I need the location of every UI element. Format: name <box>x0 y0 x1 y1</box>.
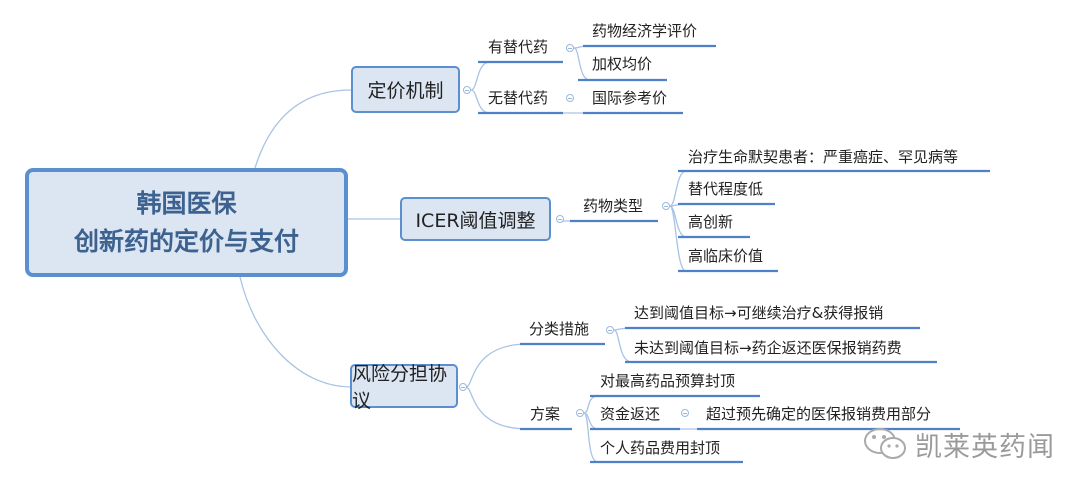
topic-scheme[interactable]: 方案 <box>530 405 561 423</box>
topic-personal-cost-cap[interactable]: 个人药品费用封顶 <box>600 439 721 457</box>
topic-low-substitution[interactable]: 替代程度低 <box>688 180 764 198</box>
topic-classification-measures[interactable]: 分类措施 <box>529 320 590 338</box>
topic-threshold-not-met[interactable]: 未达到阈值目标→药企返还医保报销药费 <box>634 339 902 357</box>
node-label: 定价机制 <box>367 80 444 102</box>
topic-pharmacoeconomic-evaluation[interactable]: 药物经济学评价 <box>592 22 698 40</box>
collapse-icon[interactable] <box>681 409 689 417</box>
node-risk-sharing[interactable]: 风险分担协议 <box>350 363 458 412</box>
topic-weighted-average-price[interactable]: 加权均价 <box>592 55 653 73</box>
watermark-text: 凯莱英药闻 <box>915 432 1055 463</box>
topic-high-clinical-value[interactable]: 高临床价值 <box>688 247 764 265</box>
topic-high-innovation[interactable]: 高创新 <box>688 213 734 231</box>
root-title-line1: 韩国医保 <box>136 188 237 218</box>
node-label: ICER阈值调整 <box>415 209 536 232</box>
topic-budget-cap[interactable]: 对最高药品预算封顶 <box>600 372 736 390</box>
collapse-icon[interactable] <box>566 44 574 52</box>
collapse-icon[interactable] <box>463 86 471 94</box>
topic-drug-type[interactable]: 药物类型 <box>583 197 644 215</box>
node-icer-adjustment[interactable]: ICER阈值调整 <box>400 197 551 241</box>
topic-no-substitute[interactable]: 无替代药 <box>488 89 549 107</box>
topic-threshold-met[interactable]: 达到阈值目标→可继续治疗&获得报销 <box>634 304 884 322</box>
topic-with-substitute[interactable]: 有替代药 <box>488 38 549 56</box>
collapse-icon[interactable] <box>566 94 574 102</box>
topic-international-reference-price[interactable]: 国际参考价 <box>592 89 668 107</box>
collapse-icon[interactable] <box>556 215 564 223</box>
root-node[interactable]: 韩国医保 创新药的定价与支付 <box>25 168 348 277</box>
node-label: 风险分担协议 <box>352 363 448 412</box>
root-title-line2: 创新药的定价与支付 <box>73 226 299 256</box>
topic-fund-refund[interactable]: 资金返还 <box>600 405 661 423</box>
collapse-icon[interactable] <box>576 409 584 417</box>
collapse-icon[interactable] <box>606 326 614 334</box>
topic-refund-detail[interactable]: 超过预先确定的医保报销费用部分 <box>706 405 932 423</box>
topic-life-threatening[interactable]: 治疗生命默契患者：严重癌症、罕见病等 <box>688 148 959 166</box>
wechat-icon <box>864 428 906 459</box>
node-pricing-mechanism[interactable]: 定价机制 <box>351 66 460 113</box>
collapse-icon[interactable] <box>459 383 467 391</box>
collapse-icon[interactable] <box>662 202 670 210</box>
